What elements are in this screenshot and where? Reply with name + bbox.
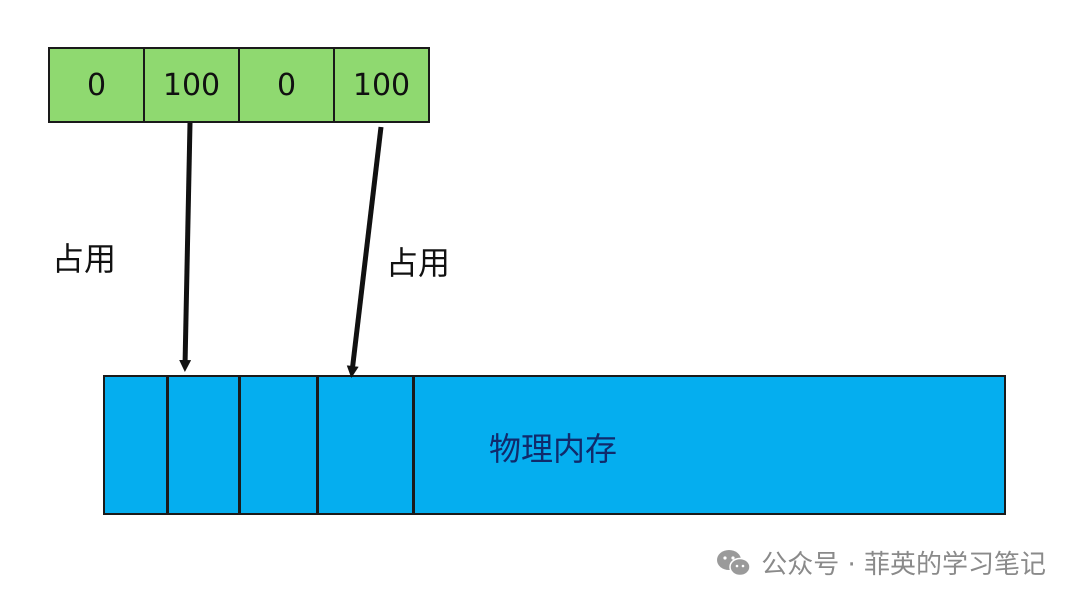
- watermark-text: 公众号 · 菲英的学习笔记: [761, 550, 1046, 580]
- arrow-to-page-1: [179, 122, 193, 372]
- arrow-to-page-3: [346, 126, 384, 378]
- array-cell-3: 100: [352, 67, 411, 103]
- array-cell-1: 100: [145, 49, 240, 121]
- wechat-icon: [717, 549, 751, 576]
- occupied-label-left: 占用: [52, 240, 117, 278]
- watermark: 公众号 · 菲英的学习笔记: [715, 544, 1046, 581]
- occupied-label-right: 占用: [386, 244, 451, 282]
- array-cell-2: 0: [240, 49, 335, 121]
- page-divider: [238, 377, 241, 513]
- page-divider: [166, 377, 169, 513]
- array-cell-0: 0: [50, 49, 145, 121]
- page-divider: [316, 377, 319, 513]
- virtual-array: 0 100 0 100: [48, 47, 430, 123]
- page-divider: [412, 377, 415, 513]
- physical-memory-label: 物理内存: [489, 430, 618, 468]
- physical-memory-block: 物理内存: [103, 375, 1006, 515]
